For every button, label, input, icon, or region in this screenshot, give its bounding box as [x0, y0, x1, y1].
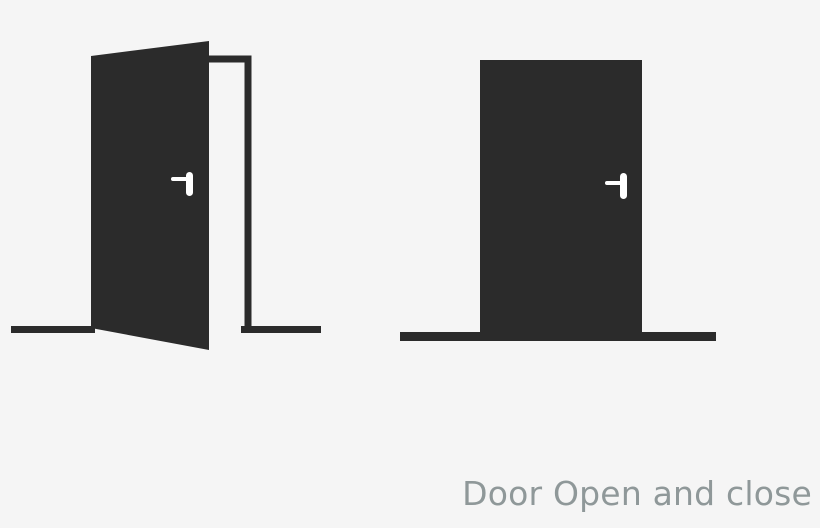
closed-door-floor — [400, 332, 716, 341]
open-door-floor-left — [11, 326, 95, 333]
closed-door-icon — [400, 60, 716, 341]
open-door-leaf — [91, 41, 209, 350]
open-door-frame — [209, 55, 252, 330]
open-door-floor-right — [241, 326, 321, 333]
caption-text: Door Open and close — [462, 474, 812, 513]
open-door-icon — [11, 41, 321, 350]
door-handle-icon — [605, 173, 627, 199]
closed-door-leaf — [480, 60, 642, 334]
door-handle-icon — [171, 172, 193, 196]
